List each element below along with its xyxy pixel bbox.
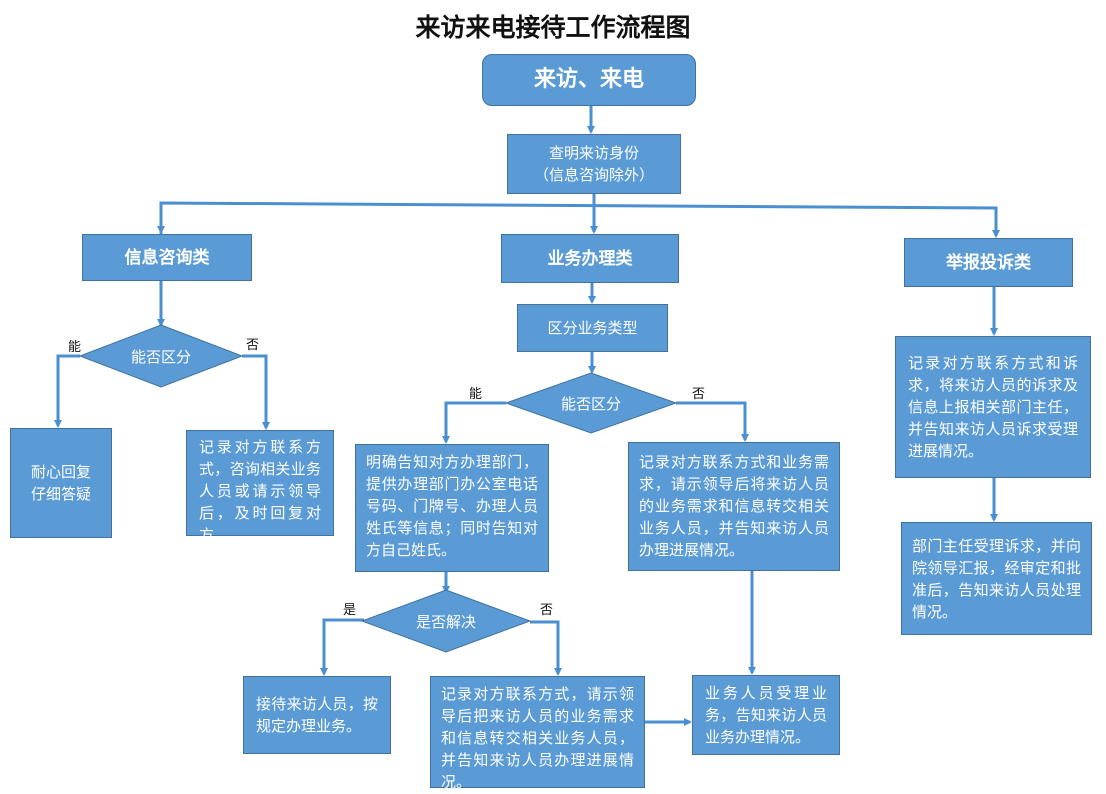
category-report-box: 举报投诉类 <box>904 238 1073 287</box>
category-business-box: 业务办理类 <box>501 234 679 283</box>
business-decision-diamond <box>504 372 678 434</box>
info-no-label: 否 <box>246 338 260 353</box>
resolve-yes-label: 是 <box>343 603 357 618</box>
business-decision-text: 能否区分 <box>560 395 621 413</box>
business-final-box: 业务人员受理业务，告知来访人员业务办理情况。 <box>692 675 840 755</box>
report-director-box: 部门主任受理诉求，并向院领导汇报，经审定和批准后，告知来访人员处理情况。 <box>901 522 1092 635</box>
business-yes-box: 明确告知对方办理部门，提供办理部门办公室电话号码、门牌号、办理人员姓氏等信息；同… <box>355 444 549 572</box>
info-yes-box: 耐心回复 仔细答疑 <box>10 428 112 538</box>
resolve-decision-text: 是否解决 <box>415 613 476 631</box>
start-box: 来访、来电 <box>482 54 696 106</box>
classify-business-box: 区分业务类型 <box>517 304 668 352</box>
page-title: 来访来电接待工作流程图 <box>415 13 691 42</box>
business-no-label: 否 <box>692 387 706 402</box>
info-no-box: 记录对方联系方式，咨询相关业务人员或请示领导后，及时回复对方。 <box>186 430 334 544</box>
resolve-decision-diamond <box>360 589 532 653</box>
resolve-no-label: 否 <box>540 603 554 618</box>
info-yes-label: 能 <box>68 340 82 355</box>
business-yes-label: 能 <box>469 387 483 402</box>
resolve-no-box: 记录对方联系方式，请示领导后把来访人员的业务需求和信息转交相关业务人员，并告知来… <box>430 676 645 791</box>
report-record-box: 记录对方联系方式和诉求，将来访人员的诉求及信息上报相关部门主任，并告知来访人员诉… <box>895 336 1091 478</box>
business-no-box: 记录对方联系方式和业务需求，请示领导后将来访人员的业务需求和信息转交相关业务人员… <box>628 442 840 571</box>
info-decision-diamond <box>78 324 244 388</box>
info-decision-text: 能否区分 <box>130 348 191 366</box>
resolve-yes-box: 接待来访人员，按规定办理业务。 <box>243 676 391 754</box>
verify-identity-box: 查明来访身份 （信息咨询除外） <box>507 134 681 194</box>
category-info-box: 信息咨询类 <box>82 234 252 281</box>
